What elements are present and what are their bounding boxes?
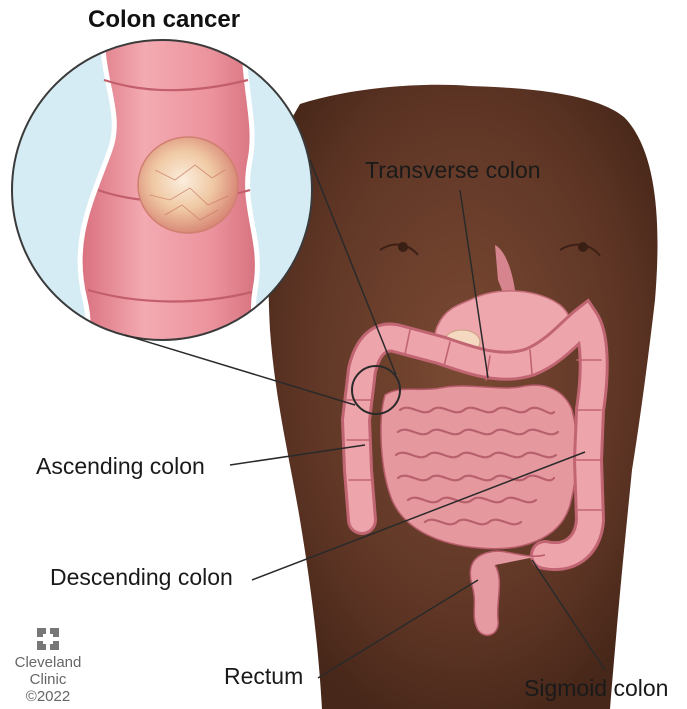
label-sigmoid-colon: Sigmoid colon (524, 675, 668, 702)
logo-line-1: Cleveland (8, 654, 88, 671)
inset-magnifier (12, 20, 312, 360)
label-transverse-colon: Transverse colon (365, 157, 541, 184)
cleveland-clinic-logo-icon (37, 628, 59, 650)
logo-line-2: Clinic (8, 671, 88, 688)
label-ascending-colon: Ascending colon (36, 453, 205, 480)
label-rectum: Rectum (224, 663, 303, 690)
label-descending-colon: Descending colon (50, 564, 233, 591)
cleveland-clinic-logo: Cleveland Clinic ©2022 (8, 628, 88, 705)
diagram-title: Colon cancer (88, 6, 240, 34)
copyright-text: ©2022 (8, 688, 88, 705)
